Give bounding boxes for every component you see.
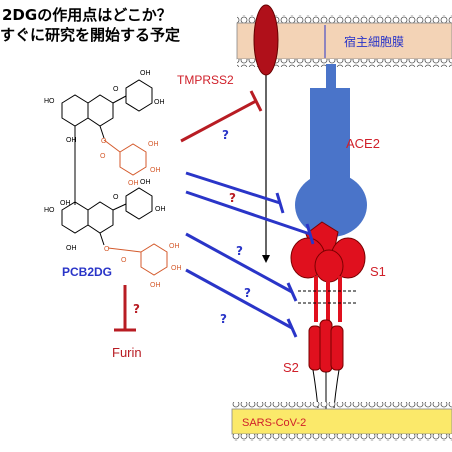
atom-label: OH <box>60 200 71 207</box>
host-membrane-label: 宿主細胞膜 <box>344 34 404 49</box>
inhibition-furin <box>114 285 136 332</box>
tmprss2-label: TMPRSS2 <box>177 73 234 87</box>
atom-labels: OH OH HO OH O O O OH OH OH OH HO OH O OH… <box>44 70 182 289</box>
virus-membrane <box>231 402 452 441</box>
virus-membrane-label: SARS-CoV-2 <box>242 417 306 429</box>
q-furin: ? <box>133 302 140 316</box>
q-tmprss2: ? <box>222 128 229 142</box>
furin-label: Furin <box>112 345 142 360</box>
atom-label: HO <box>44 207 55 214</box>
q-cleave1: ? <box>244 286 251 300</box>
spike-stalk <box>298 276 356 322</box>
inhibition-ace2-lower <box>185 190 315 245</box>
atom-label: HO <box>44 98 55 105</box>
atom-label: OH <box>66 245 77 252</box>
atom-label: OH <box>66 137 77 144</box>
atom-label: OH <box>155 206 166 213</box>
galloyl-groups <box>103 139 168 276</box>
q-s1: ? <box>236 244 243 258</box>
ace2-label: ACE2 <box>346 136 380 151</box>
title-line-1: 2DGの作用点はどこか？ <box>2 6 172 24</box>
compound-label: PCB2DG <box>62 265 112 279</box>
spike-s2 <box>308 319 344 410</box>
atom-label: O <box>100 153 106 160</box>
atom-label: OH <box>169 243 180 250</box>
atom-label: OH <box>140 179 151 186</box>
inhibition-cleavage <box>185 268 298 338</box>
inhibition-tmprss2 <box>180 90 263 143</box>
pcb2dg-structure <box>61 79 153 246</box>
atom-label: O <box>121 257 127 264</box>
atom-label: O <box>113 86 119 93</box>
s1-label: S1 <box>370 264 386 279</box>
s2-label: S2 <box>283 360 299 375</box>
atom-label: OH <box>140 70 151 77</box>
atom-label: O <box>104 246 110 253</box>
atom-label: OH <box>154 99 165 106</box>
tmprss2-protein <box>253 4 279 263</box>
atom-label: OH <box>128 180 139 187</box>
atom-label: OH <box>171 265 182 272</box>
ace2-receptor <box>295 64 367 237</box>
atom-label: OH <box>148 141 159 148</box>
atom-label: OH <box>150 282 161 289</box>
atom-label: O <box>101 138 107 145</box>
spike-s1 <box>290 221 366 283</box>
atom-label: O <box>113 194 119 201</box>
atom-label: OH <box>150 167 161 174</box>
inhibition-s1 <box>185 232 298 302</box>
inhibition-ace2-upper <box>185 171 285 214</box>
q-ace2-upper: ? <box>229 191 236 205</box>
title-line-2: すぐに研究を開始する予定 <box>0 26 181 44</box>
q-cleave2: ? <box>220 312 227 326</box>
